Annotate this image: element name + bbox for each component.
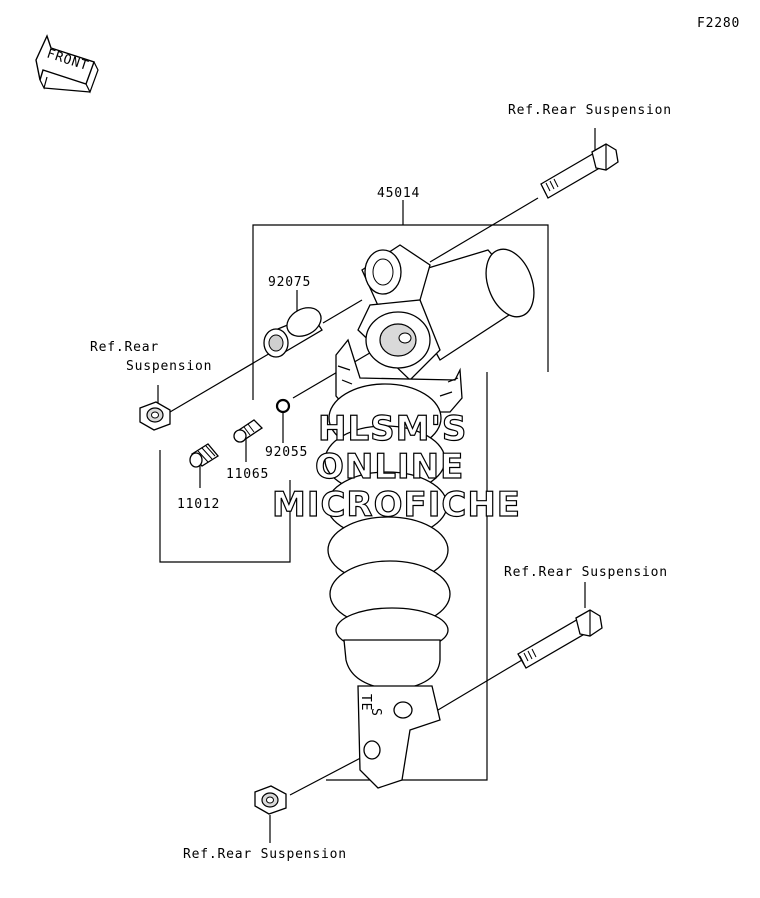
lower-nut <box>254 785 287 815</box>
watermark: HLSM'S ONLINE MICROFICHE <box>271 408 521 525</box>
part-92075-label: 92075 <box>268 275 311 290</box>
ref-right-bolt-label: Ref.Rear Suspension <box>504 565 668 580</box>
cap-11012 <box>189 443 219 468</box>
ref-left-nut-label-line1: Ref.Rear <box>90 340 159 355</box>
watermark-line3: MICROFICHE <box>272 485 521 525</box>
o-ring-92055 <box>275 398 291 414</box>
leader-lines <box>157 128 596 843</box>
ref-top-bolt-label: Ref.Rear Suspension <box>508 103 672 118</box>
collar-92075 <box>263 307 323 358</box>
part-45014-label: 45014 <box>377 186 420 201</box>
upper-nut <box>139 401 171 431</box>
part-11065-label: 11065 <box>226 467 269 482</box>
figure-code: F2280 <box>697 16 740 31</box>
top-mounting-bolt <box>540 143 619 199</box>
watermark-line1: HLSM'S <box>318 409 467 449</box>
part-92055-label: 92055 <box>265 445 308 460</box>
shock-absorber-45014: TE S <box>324 244 535 789</box>
ref-bottom-nut-label: Ref.Rear Suspension <box>183 847 347 862</box>
body-marking-line2: S <box>368 708 383 717</box>
valve-11065 <box>233 419 264 443</box>
body-marking-line1: TE <box>358 694 373 711</box>
ref-left-nut-label-line2: Suspension <box>126 359 212 374</box>
watermark-line2: ONLINE <box>315 447 464 487</box>
front-direction-arrow-icon: FRONT <box>35 34 99 94</box>
lower-mounting-bolt <box>517 609 603 669</box>
part-11012-label: 11012 <box>177 497 220 512</box>
